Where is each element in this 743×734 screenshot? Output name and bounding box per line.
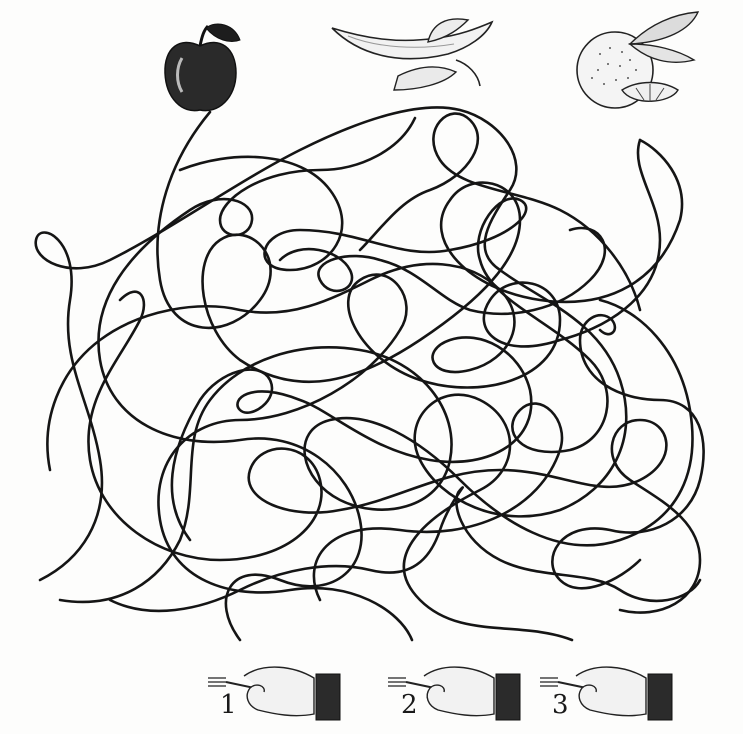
maze-path[interactable] [156, 110, 684, 384]
hand-number-1: 1 [220, 690, 237, 720]
apple-icon[interactable] [160, 18, 244, 118]
hand-number-2: 2 [401, 690, 418, 720]
maze-path[interactable] [551, 313, 705, 590]
hand-with-fork-icon[interactable] [536, 656, 676, 726]
maze-path[interactable] [178, 155, 609, 602]
hand-number-3: 3 [552, 690, 569, 720]
maze-path[interactable] [108, 486, 702, 613]
orange-icon[interactable] [570, 4, 710, 122]
maze-path[interactable] [34, 106, 628, 642]
maze-path[interactable] [87, 290, 702, 614]
banana-icon[interactable] [328, 14, 498, 96]
maze-path[interactable] [278, 226, 607, 316]
maze-path[interactable] [97, 116, 417, 642]
maze-path[interactable] [358, 112, 642, 312]
maze-path[interactable] [58, 298, 694, 604]
hand-with-fork-icon[interactable] [204, 656, 344, 726]
maze-path[interactable] [157, 138, 662, 642]
maze-path[interactable] [46, 262, 533, 542]
hand-with-fork-icon[interactable] [384, 656, 524, 726]
